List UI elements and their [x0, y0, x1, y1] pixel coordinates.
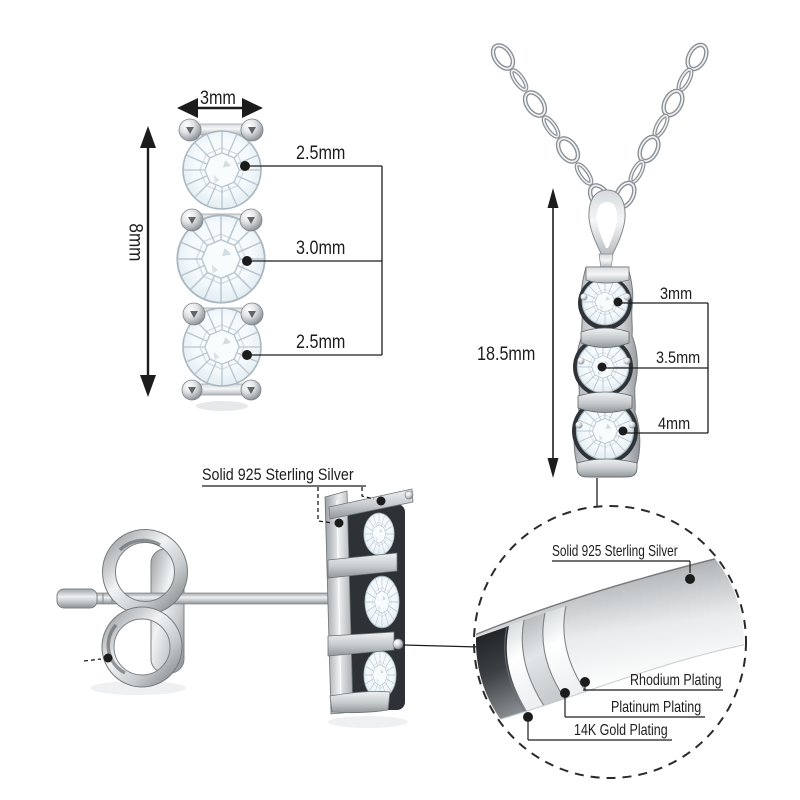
stone2-marker-dot	[242, 256, 252, 266]
earring-front-shadow	[196, 401, 248, 411]
earring-width-label: 3mm	[200, 88, 236, 109]
earring-stone3-size-label: 2.5mm	[296, 332, 346, 353]
plating-callout-lines	[527, 560, 723, 741]
pendant-stone-leader-lines	[602, 302, 709, 434]
butterfly-dot	[103, 653, 113, 663]
chain-left-strand	[490, 43, 613, 211]
prong-marks	[186, 127, 256, 394]
stone3-marker-dot	[242, 350, 252, 360]
pendant-stone2-size-label: 3.5mm	[656, 348, 701, 367]
necklace-dimensions	[547, 188, 709, 507]
earring-front-view	[176, 118, 266, 411]
pendant-stone1-size-label: 3mm	[660, 284, 693, 303]
earring-stone-1	[182, 130, 262, 210]
plating-zoom-circle	[473, 505, 747, 779]
rhodium-plating-label: Rhodium Plating	[630, 672, 722, 689]
necklace-view	[490, 42, 709, 478]
earring-side-view	[56, 488, 480, 728]
pendant-height-arrow	[547, 188, 559, 478]
pendant-bail	[588, 189, 626, 269]
plating-core-label: Solid 925 Sterling Silver	[552, 543, 678, 560]
platinum-plating-label: Platinum Plating	[611, 699, 702, 716]
chain-right-strand	[613, 42, 709, 210]
plating-callouts	[523, 560, 723, 741]
gold-layer-dot	[523, 712, 533, 722]
silver-core-dot	[685, 574, 695, 584]
earring-post	[56, 588, 333, 609]
pendant-side-shadow	[328, 716, 408, 728]
pendant-stone1-dot	[613, 297, 623, 307]
pendant-side-prongs	[575, 293, 636, 429]
side-to-detail-line	[402, 644, 480, 648]
earring-stone1-size-label: 2.5mm	[296, 143, 346, 164]
pendant-stone3-size-label: 4mm	[658, 414, 691, 433]
butterfly-shadow	[90, 681, 186, 695]
side-plate-dot	[334, 518, 344, 528]
pendant-side-profile	[324, 488, 414, 715]
earring-front-dimensions	[140, 98, 383, 397]
pendant-stone3-dot	[618, 426, 628, 436]
butterfly-loops	[101, 529, 188, 688]
rhodium-layer-dot	[580, 677, 590, 687]
bar-dark-tip	[476, 626, 527, 732]
side-stone-1	[363, 512, 395, 556]
width-arrow	[177, 98, 263, 118]
pendant-height-label: 18.5mm	[477, 344, 536, 365]
stone-leader-lines	[245, 165, 383, 356]
pendant-stone2-dot	[597, 362, 607, 372]
earring-stone2-size-label: 3.0mm	[296, 238, 346, 259]
earring-height-label: 8mm	[124, 223, 146, 262]
side-stone-2	[364, 575, 400, 629]
gold-plating-label: 14K Gold Plating	[574, 722, 668, 739]
side-material-label: Solid 925 Sterling Silver	[202, 465, 354, 484]
zoom-circle-border	[473, 505, 747, 779]
pendant-body	[572, 266, 641, 478]
height-arrow	[140, 126, 156, 397]
stone1-marker-dot	[240, 161, 250, 171]
side-cap-dot	[376, 496, 386, 506]
platinum-layer-dot	[560, 688, 570, 698]
earring-side-callouts	[83, 485, 386, 663]
